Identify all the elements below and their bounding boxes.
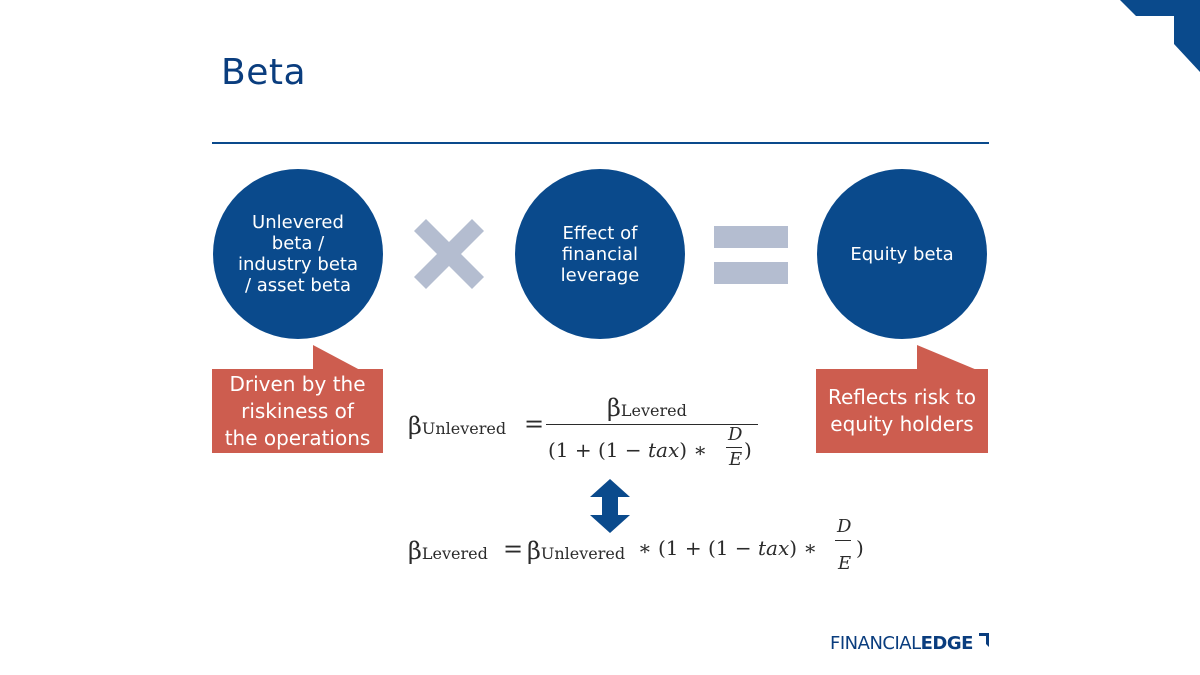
logo-corner-mark — [979, 633, 990, 647]
paren-suffix: ) ∗ — [789, 536, 818, 560]
up-down-arrow-icon — [590, 479, 630, 533]
subscript-levered: Levered — [620, 401, 687, 420]
formula2-mult: ∗ — [638, 536, 652, 560]
logo-edge: EDGE — [920, 633, 974, 654]
logo-financial: FINANCIAL — [830, 633, 921, 654]
corner-accent — [1120, 0, 1200, 72]
formula2-e: E — [838, 553, 852, 574]
callout-operations: Driven by the riskiness of the operation… — [212, 369, 383, 453]
multiply-icon — [414, 219, 484, 289]
formula2-rhs-beta: βUnlevered — [527, 537, 625, 565]
formula2-close: ) — [856, 536, 864, 560]
slide-title: Beta — [221, 52, 307, 93]
beta-symbol: β — [527, 537, 541, 565]
formula1-numerator: βLevered — [607, 394, 687, 422]
subscript-levered: Levered — [421, 544, 488, 563]
formula2-inner-bar — [835, 540, 851, 541]
beta-symbol: β — [607, 394, 621, 422]
financial-leverage-circle: Effect of financial leverage — [515, 169, 685, 339]
callout-left-pointer — [313, 345, 360, 370]
den-suffix: ) ∗ — [679, 438, 708, 462]
formula1-fraction-bar — [546, 424, 758, 425]
formula1-e: E — [729, 449, 743, 470]
callout-right-pointer — [917, 345, 977, 370]
unlevered-beta-circle: Unlevered beta / industry beta / asset b… — [213, 169, 383, 339]
subscript-unlevered: Unlevered — [421, 419, 507, 438]
title-divider — [212, 142, 989, 144]
tax-variable: tax — [758, 536, 790, 560]
formula2-equals: = — [503, 535, 524, 563]
paren-prefix: (1 + (1 − — [658, 536, 758, 560]
financial-edge-logo: FINANCIALEDGE — [830, 633, 990, 654]
equity-beta-circle: Equity beta — [817, 169, 987, 339]
formula1-close: ) — [744, 438, 752, 462]
formula1-lhs: βUnlevered — [408, 412, 506, 440]
callout-operations-text: Driven by the riskiness of the operation… — [224, 371, 371, 450]
formula1-denominator: (1 + (1 − tax) ∗ — [548, 438, 707, 462]
formula1-equals: = — [524, 410, 545, 438]
financial-leverage-label: Effect of financial leverage — [560, 222, 640, 286]
formula1-d: D — [728, 424, 743, 445]
formula2-lhs: βLevered — [408, 537, 488, 565]
unlevered-beta-label: Unlevered beta / industry beta / asset b… — [237, 212, 359, 296]
formula2-d: D — [837, 516, 852, 537]
subscript-unlevered: Unlevered — [540, 544, 626, 563]
beta-symbol: β — [408, 537, 422, 565]
callout-equity-holders-text: Reflects risk to equity holders — [827, 385, 977, 436]
formula2-paren: (1 + (1 − tax) ∗ — [658, 536, 817, 560]
equity-beta-label: Equity beta — [850, 243, 954, 265]
formula1-inner-bar — [726, 447, 742, 448]
equals-icon — [714, 226, 788, 284]
beta-symbol: β — [408, 412, 422, 440]
den-prefix: (1 + (1 − — [548, 438, 648, 462]
tax-variable: tax — [648, 438, 680, 462]
callout-equity-holders: Reflects risk to equity holders — [816, 369, 988, 453]
